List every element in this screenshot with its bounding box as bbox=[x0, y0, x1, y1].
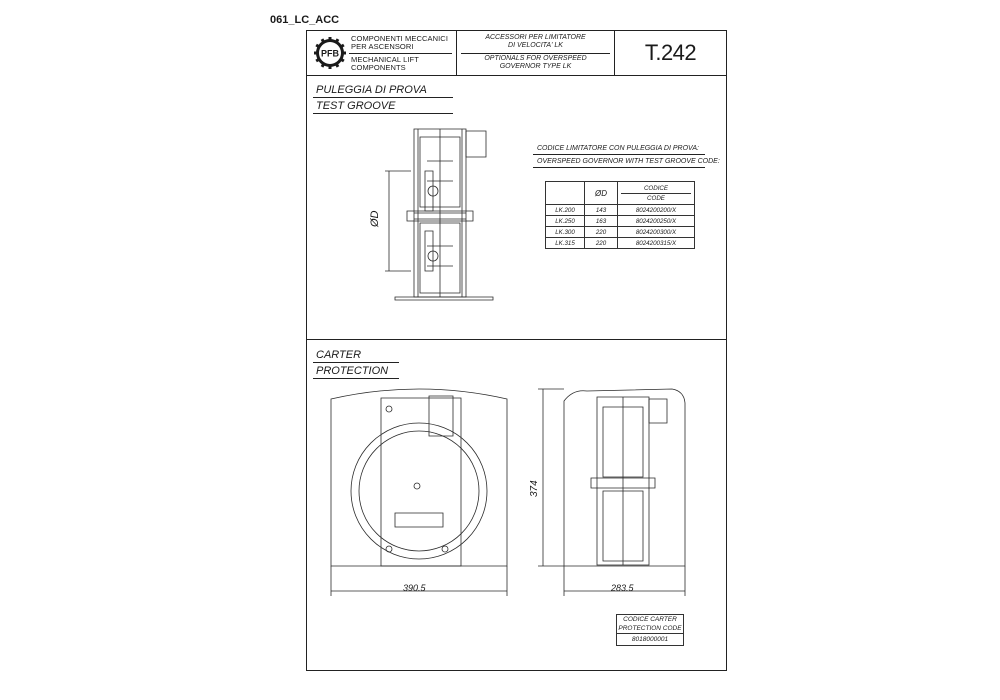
pfb-logo-icon: PFB bbox=[314, 37, 346, 69]
test-groove-drawing bbox=[307, 31, 726, 671]
table-title-it: CODICE LIMITATORE CON PULEGGIA DI PROVA: bbox=[537, 145, 699, 152]
document-id: 061_LC_ACC bbox=[270, 14, 340, 26]
front-width-dimension: 390.5 bbox=[403, 583, 426, 593]
protection-code-label-en: PROTECTION CODE bbox=[617, 625, 683, 634]
side-width-dimension: 283.5 bbox=[611, 583, 634, 593]
table-title-en: OVERSPEED GOVERNOR WITH TEST GROOVE CODE… bbox=[537, 158, 720, 165]
protection-title-en: PROTECTION bbox=[316, 365, 389, 377]
height-dimension: 374 bbox=[529, 480, 540, 497]
logo-lettering: PFB bbox=[321, 49, 340, 59]
test-groove-title-en: TEST GROOVE bbox=[316, 100, 396, 112]
diameter-dimension-label: ØD bbox=[369, 210, 381, 228]
protection-code-box: CODICE CARTER PROTECTION CODE 8018000001 bbox=[616, 614, 684, 646]
test-groove-title-it: PULEGGIA DI PROVA bbox=[316, 84, 427, 96]
protection-code-value: 8018000001 bbox=[631, 636, 669, 643]
sheet-code: T.242 bbox=[644, 40, 697, 65]
sheet-code-cell: T.242 bbox=[615, 31, 726, 75]
protection-code-label-it: CODICE CARTER bbox=[623, 616, 677, 623]
protection-title-it: CARTER bbox=[316, 349, 362, 361]
